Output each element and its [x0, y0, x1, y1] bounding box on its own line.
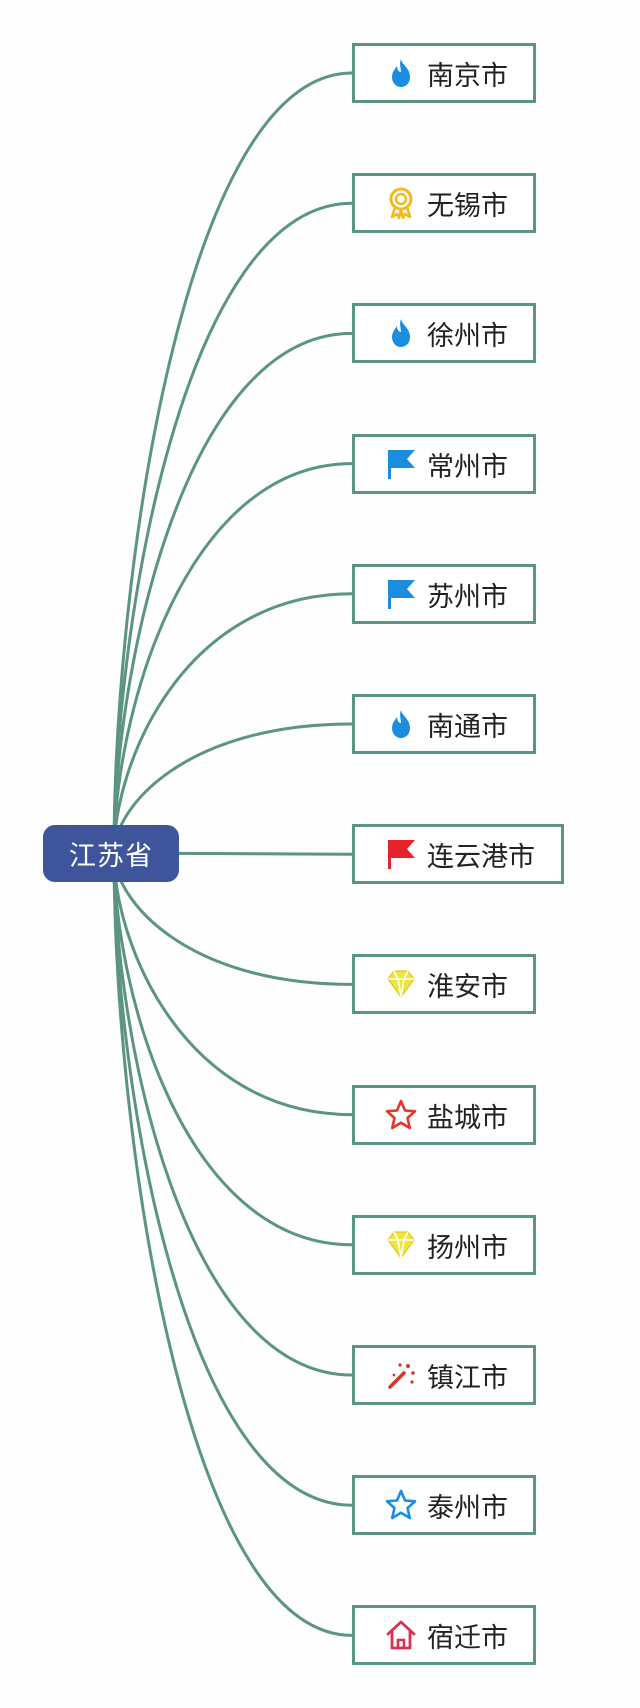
city-node-label: 连云港市 — [427, 841, 535, 873]
fire-icon — [383, 55, 419, 91]
city-node-label: 镇江市 — [427, 1362, 508, 1394]
city-node[interactable]: 南通市 — [352, 694, 536, 754]
city-node-label: 无锡市 — [427, 190, 508, 222]
city-node-label: 苏州市 — [427, 581, 508, 613]
connector-line — [112, 462, 353, 854]
fire-icon — [383, 315, 419, 351]
city-node[interactable]: 无锡市 — [352, 173, 536, 233]
connector-line — [112, 592, 353, 854]
city-node-label: 泰州市 — [427, 1492, 508, 1524]
city-node[interactable]: 镇江市 — [352, 1345, 536, 1405]
root-node-jiangsu[interactable]: 江苏省 — [43, 825, 179, 882]
city-node[interactable]: 扬州市 — [352, 1215, 536, 1275]
city-node-label: 徐州市 — [427, 320, 508, 352]
root-node-label: 江苏省 — [69, 841, 153, 872]
city-node[interactable]: 连云港市 — [352, 824, 564, 884]
city-node-label: 南京市 — [427, 60, 508, 92]
city-node[interactable]: 南京市 — [352, 43, 536, 103]
city-node-label: 常州市 — [427, 451, 508, 483]
connector-line — [112, 852, 353, 1507]
connector-line — [112, 201, 353, 854]
fire-icon — [383, 706, 419, 742]
star-outline-icon — [383, 1487, 419, 1523]
connector-line — [112, 852, 353, 1377]
city-node[interactable]: 常州市 — [352, 434, 536, 494]
city-node[interactable]: 盐城市 — [352, 1085, 536, 1145]
award-medal-icon — [383, 185, 419, 221]
flag-icon — [383, 836, 419, 872]
connector-line — [112, 71, 353, 854]
city-node-label: 南通市 — [427, 711, 508, 743]
connector-line — [112, 852, 353, 1117]
city-node-label: 扬州市 — [427, 1232, 508, 1264]
connector-line — [112, 331, 353, 854]
city-node[interactable]: 宿迁市 — [352, 1605, 536, 1665]
connector-line — [112, 852, 353, 1247]
diamond-icon — [383, 1227, 419, 1263]
flag-icon — [383, 446, 419, 482]
city-node-label: 淮安市 — [427, 971, 508, 1003]
city-node-label: 宿迁市 — [427, 1622, 508, 1654]
star-outline-icon — [383, 1097, 419, 1133]
magic-wand-icon — [383, 1357, 419, 1393]
flag-icon — [383, 576, 419, 612]
city-node[interactable]: 泰州市 — [352, 1475, 536, 1535]
diamond-icon — [383, 966, 419, 1002]
home-icon — [383, 1617, 419, 1653]
city-node[interactable]: 徐州市 — [352, 303, 536, 363]
city-node[interactable]: 苏州市 — [352, 564, 536, 624]
connector-line — [112, 852, 353, 1637]
city-node-label: 盐城市 — [427, 1102, 508, 1134]
city-node[interactable]: 淮安市 — [352, 954, 536, 1014]
